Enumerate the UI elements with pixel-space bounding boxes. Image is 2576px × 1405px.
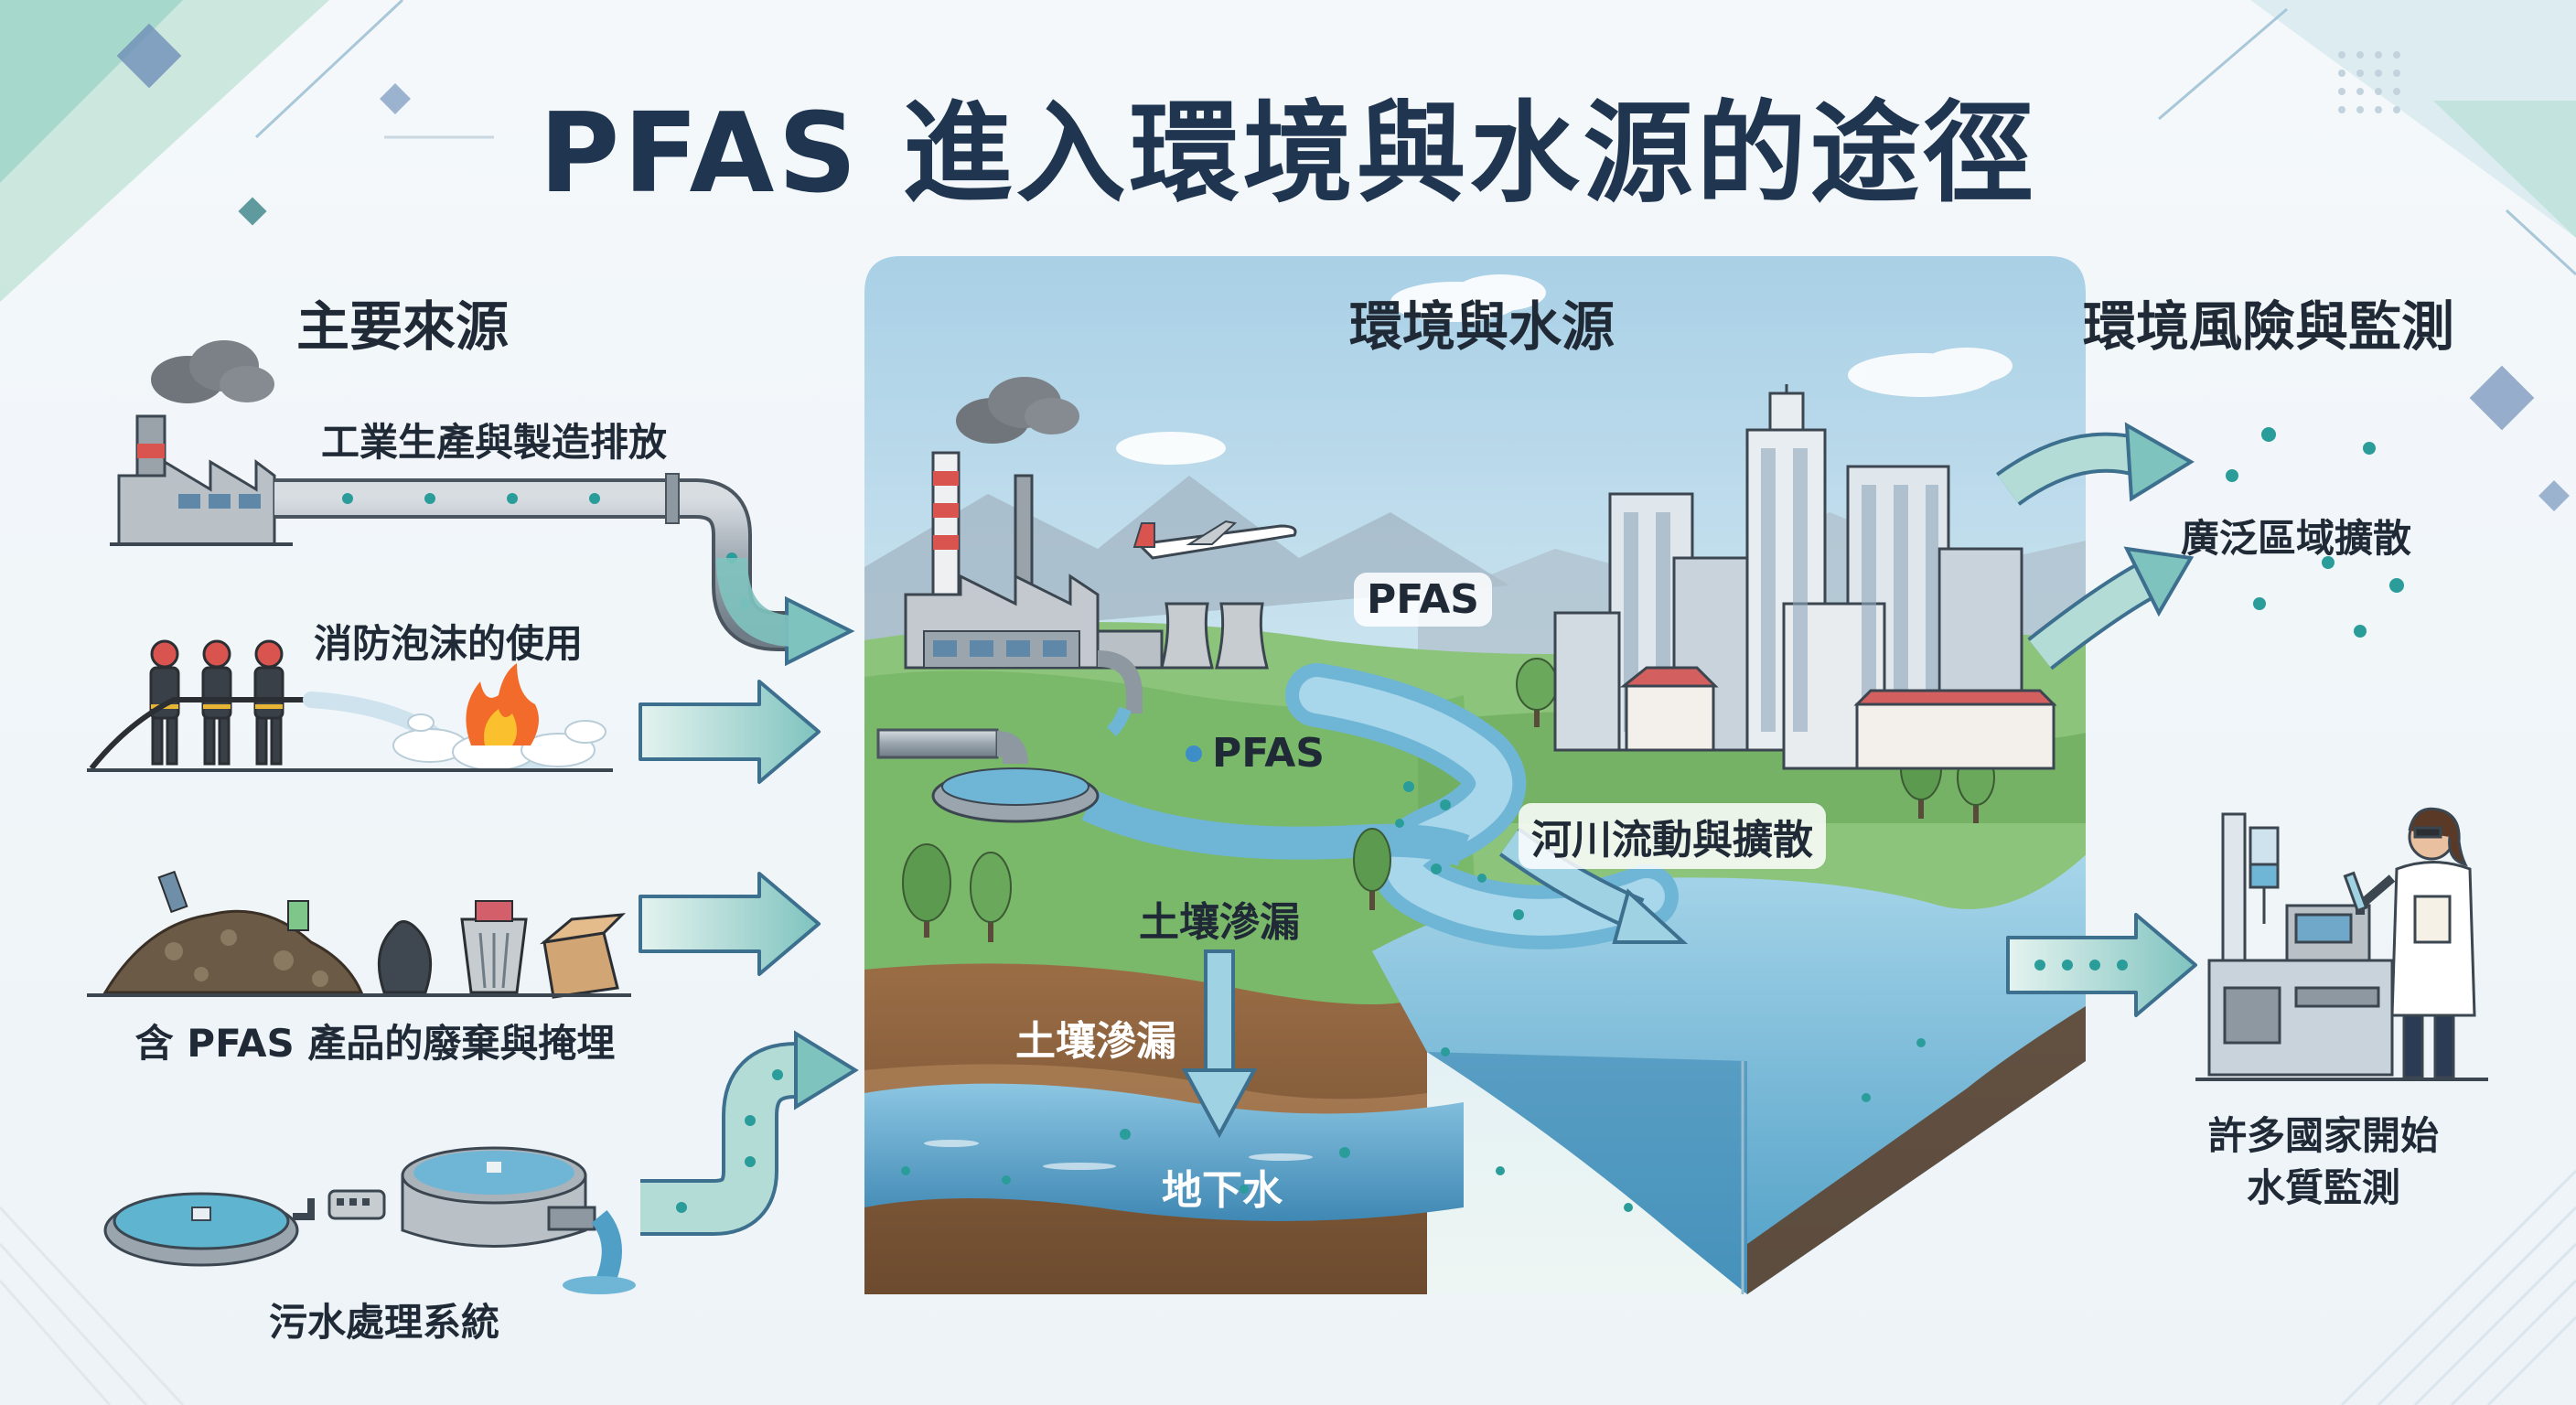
factory-icon <box>110 340 293 546</box>
pfas-label-pipe: PFAS <box>1212 730 1325 777</box>
risk-label-spread: 廣泛區域擴散 <box>2180 516 2411 561</box>
scene-block-edges <box>1741 1006 2086 1294</box>
source-label-industrial: 工業生產與製造排放 <box>320 420 667 465</box>
industrial-discharge-pipe <box>274 473 855 667</box>
river-flow-label: 河川流動與擴散 <box>1519 803 1826 869</box>
section-header-environment: 環境與水源 <box>1348 295 1615 358</box>
source-label-wastewater: 污水處理系統 <box>268 1300 499 1345</box>
risk-label-monitoring-line2: 水質監測 <box>2246 1165 2400 1210</box>
soil-seepage-label-1: 土壤滲漏 <box>1139 899 1300 946</box>
pfas-label-sky: PFAS <box>1354 573 1492 627</box>
soil-seepage-label-2: 土壤滲漏 <box>1015 1018 1176 1065</box>
spread-arrows <box>1995 422 2195 670</box>
spread-particles <box>2226 427 2404 638</box>
wastewater-treatment-icon <box>103 1146 636 1294</box>
section-header-sources: 主要來源 <box>295 295 509 358</box>
airplane-icon <box>1132 520 1297 560</box>
source-label-landfill: 含 PFAS 產品的廢棄與掩埋 <box>134 1021 616 1066</box>
source-label-firefighting-foam: 消防泡沫的使用 <box>313 621 583 666</box>
monitoring-arrow <box>2006 913 2197 1017</box>
risk-label-monitoring-line1: 許多國家開始 <box>2207 1113 2439 1158</box>
groundwater-label: 地下水 <box>1162 1167 1283 1214</box>
flow-arrow-wastewater <box>640 1030 859 1236</box>
firefighters-icon <box>87 639 613 772</box>
page-title: PFAS 進入環境與水源的途徑 <box>539 91 2037 218</box>
lab-monitoring-icon <box>2195 807 2488 1081</box>
soil-seepage-arrow <box>1181 949 1258 1139</box>
flow-arrow-landfill <box>639 872 821 976</box>
environment-scene <box>864 256 2086 1294</box>
landfill-icon <box>87 870 631 999</box>
section-header-risk: 環境風險與監測 <box>2082 295 2454 358</box>
flow-arrow-firefighting <box>639 680 821 784</box>
